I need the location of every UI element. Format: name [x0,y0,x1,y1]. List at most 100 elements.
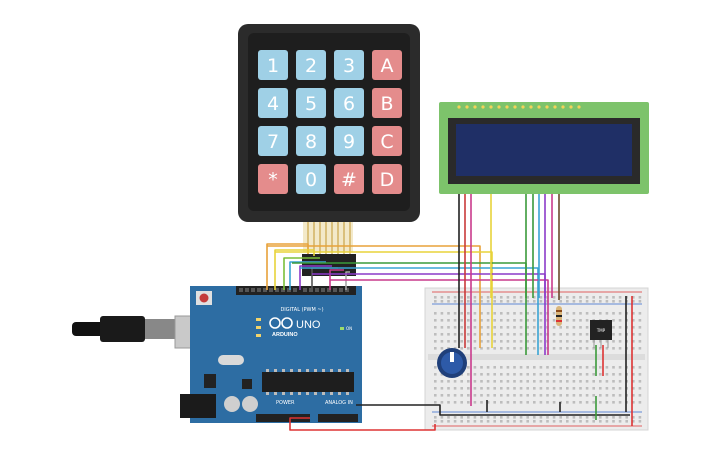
breadboard-hole [486,300,490,303]
breadboard-hole [546,380,549,383]
keypad-key-11[interactable] [372,126,402,156]
arduino-uno-board[interactable]: DIGITAL (PWM ~) UNO ARDUINO ON POWER ANA [72,286,362,423]
breadboard-hole [440,380,444,383]
breadboard-hole [592,312,595,315]
breadboard-hole [612,340,615,343]
breadboard-hole [605,366,609,369]
breadboard-hole [605,312,609,315]
breadboard-hole [480,420,483,423]
potentiometer[interactable] [437,348,467,378]
breadboard-hole [460,380,463,383]
breadboard-hole [506,319,510,322]
lcd-display[interactable] [439,102,649,194]
center-channel [428,354,645,360]
breadboard-hole [453,347,457,350]
keypad-key-15[interactable] [372,164,402,194]
breadboard-hole [533,326,536,329]
breadboard-hole [473,420,477,423]
breadboard-hole [473,319,477,322]
breadboard-hole [453,312,457,315]
breadboard-hole [559,373,562,376]
breadboard-hole [434,326,437,329]
breadboard-hole [559,387,562,390]
keypad-key-4[interactable] [258,88,288,118]
keypad-key-7[interactable] [372,88,402,118]
breadboard-hole [513,347,516,350]
breadboard-hole [618,394,622,397]
breadboard-hole [440,401,444,404]
breadboard-hole [506,333,510,336]
breadboard-hole [599,394,602,397]
potentiometer-knob [441,352,463,374]
breadboard-hole [579,333,582,336]
breadboard-hole [500,394,503,397]
breadboard-hole [447,333,450,336]
keypad-key-14[interactable] [334,164,364,194]
breadboard-hole [467,300,470,303]
breadboard-hole [460,401,463,404]
breadboard-hole [493,319,496,322]
breadboard-hole [447,347,450,350]
crystal [218,355,244,365]
keypad-key-13[interactable] [296,164,326,194]
temperature-sensor[interactable]: TMP [590,320,612,348]
keypad-key-9[interactable] [296,126,326,156]
breadboard-hole [638,300,642,303]
keypad-key-2[interactable] [334,50,364,80]
breadboard-hole [513,387,516,390]
breadboard-hole [572,387,576,390]
breadboard-hole [453,333,457,336]
keypad-key-8[interactable] [258,126,288,156]
breadboard-hole [579,300,582,303]
analog-label: ANALOG IN [325,400,353,406]
keypad-key-3[interactable] [372,50,402,80]
breadboard-hole [519,366,523,369]
breadboard-hole [579,387,582,390]
keypad-key-12[interactable] [258,164,288,194]
breadboard-hole [566,420,569,423]
status-leds [256,318,261,337]
keypad-key-0[interactable] [258,50,288,80]
breadboard-hole [486,333,490,336]
keypad-key-6[interactable] [334,88,364,118]
breadboard-hole [453,340,457,343]
breadboard-hole [552,420,556,423]
breadboard-hole [486,347,490,350]
breadboard-hole [440,319,444,322]
breadboard-hole [585,380,589,383]
breadboard-hole [480,380,483,383]
breadboard-hole [552,312,556,315]
breadboard-hole [453,401,457,404]
keypad-key-1[interactable] [296,50,326,80]
keypad-key-label: 1 [267,55,279,77]
keypad-key-10[interactable] [334,126,364,156]
breadboard-hole [632,300,635,303]
breadboard-hole [526,373,529,376]
breadboard-hole [559,420,562,423]
breadboard-hole [480,296,483,299]
breadboard-hole [453,420,457,423]
breadboard-hole [599,312,602,315]
breadboard-hole [467,401,470,404]
breadboard-hole [539,312,543,315]
breadboard-hole [486,401,490,404]
breadboard-hole [579,380,582,383]
keypad-key-label: # [341,169,357,191]
breadboard-hole [506,326,510,329]
breadboard-hole [572,394,576,397]
breadboard-hole [513,373,516,376]
keypad-key-5[interactable] [296,88,326,118]
breadboard-hole [440,387,444,390]
on-label: ON [346,326,352,331]
breadboard-hole [618,300,622,303]
breadboard-hole [585,347,589,350]
breadboard-hole [566,326,569,329]
breadboard-hole [506,340,510,343]
breadboard-hole [559,340,562,343]
breadboard-hole [500,333,503,336]
breadboard-hole [493,380,496,383]
breadboard-hole [605,416,609,419]
breadboard-hole [506,394,510,397]
breadboard-hole [566,319,569,322]
